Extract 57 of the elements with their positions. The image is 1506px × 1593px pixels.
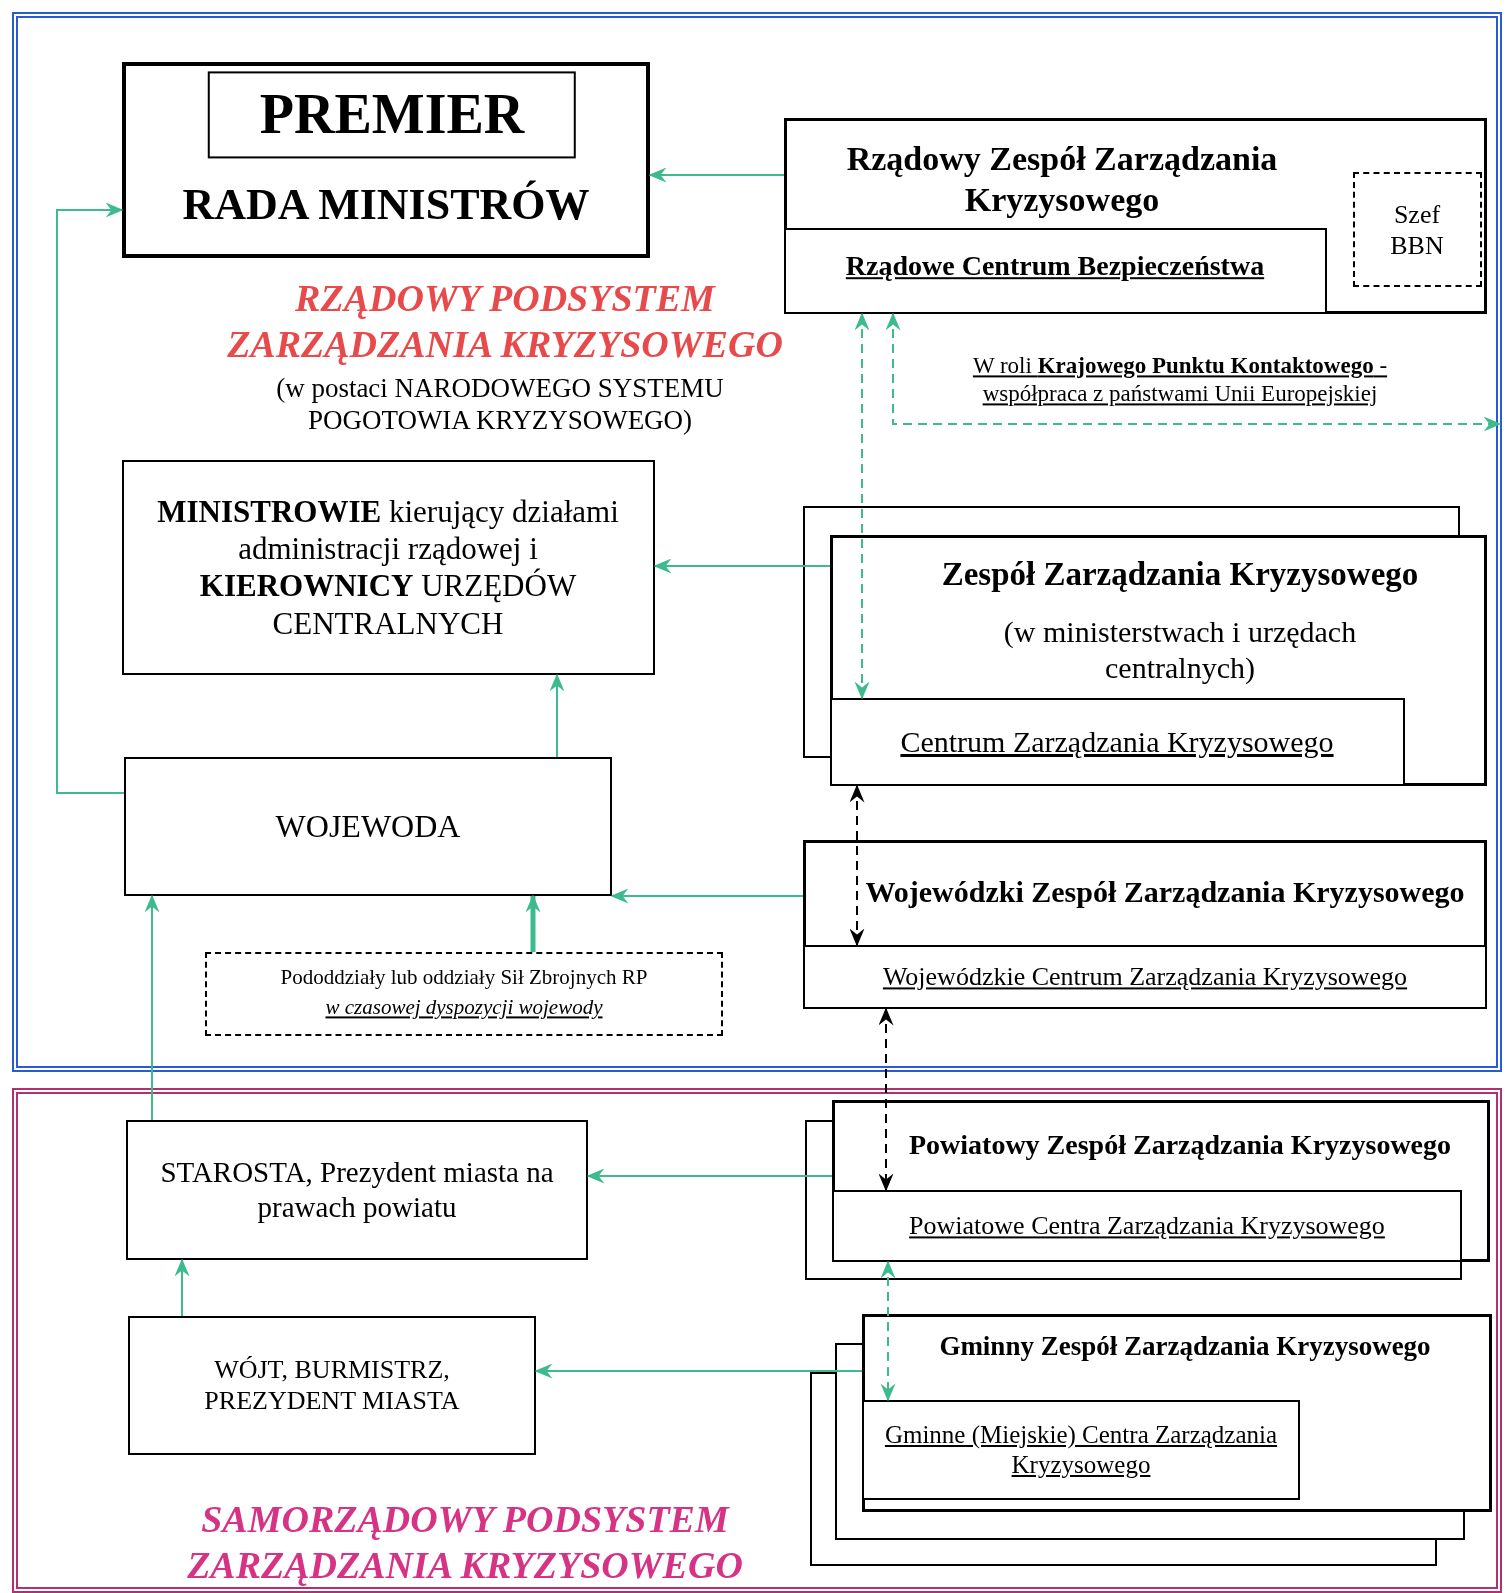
center-box bbox=[832, 1190, 1462, 1262]
box-text: MINISTROWIE kierujący działami administracji rządowej i KIEROWNICY URZĘDÓW CENTRALNYCH bbox=[156, 492, 620, 642]
dashed-arrow bbox=[885, 312, 1502, 432]
dashed-box bbox=[205, 952, 723, 1036]
arrow bbox=[549, 673, 565, 758]
arrow bbox=[56, 202, 125, 794]
dashed-arrow bbox=[880, 1260, 896, 1402]
box-text: Rządowe Centrum Bezpieczeństwa bbox=[845, 249, 1265, 283]
box-title: RADA MINISTRÓW bbox=[182, 178, 590, 231]
arrow bbox=[586, 1168, 833, 1184]
box-text: w czasowej dyspozycji wojewody bbox=[325, 995, 603, 1021]
authority-box bbox=[128, 1316, 536, 1455]
box-text: Powiatowe Centra Zarządzania Kryzysowego bbox=[909, 1210, 1385, 1242]
arrow bbox=[648, 167, 785, 183]
section-title: RZĄDOWY PODSYSTEM ZARZĄDZANIA KRYZYSOWEGO bbox=[226, 276, 784, 367]
arrow bbox=[610, 888, 804, 904]
arrow bbox=[653, 558, 831, 574]
region-panel bbox=[12, 1088, 1502, 1593]
team-box bbox=[832, 1100, 1490, 1262]
title-label: PREMIER bbox=[207, 71, 577, 159]
dashed-arrow bbox=[854, 312, 870, 700]
box-text: (w ministerstwach i urzędach centralnych) bbox=[1002, 614, 1358, 686]
authority-box bbox=[122, 460, 655, 675]
center-box bbox=[862, 1400, 1300, 1500]
arrow bbox=[174, 1258, 190, 1317]
box-text: Wojewódzkie Centrum Zarządzania Kryzysowego bbox=[882, 961, 1408, 993]
arrow bbox=[144, 894, 160, 1121]
box-text: Pododdziały lub oddziały Sił Zbrojnych RP bbox=[280, 965, 648, 991]
box-text: Szef BBN bbox=[1389, 198, 1445, 262]
section-subtitle: (w postaci NARODOWEGO SYSTEMU POGOTOWIA KRYZYSOWEGO) bbox=[275, 371, 725, 437]
authority-box bbox=[124, 757, 612, 896]
box-title: Powiatowy Zespół Zarządzania Kryzysowego bbox=[908, 1128, 1452, 1162]
box-title: Rządowy Zespół Zarządzania Kryzysowego bbox=[845, 139, 1279, 220]
dashed-arrow bbox=[878, 1007, 894, 1192]
box-title: Zespół Zarządzania Kryzysowego bbox=[941, 555, 1419, 595]
box-text: STAROSTA, Prezydent miasta na prawach powiatu bbox=[159, 1155, 555, 1225]
box-text: Gminne (Miejskie) Centra Zarządzania Kryzysowego bbox=[883, 1420, 1279, 1480]
box-title: Gminny Zespół Zarządzania Kryzysowego bbox=[939, 1329, 1431, 1363]
section-title: SAMORZĄDOWY PODSYSTEM ZARZĄDZANIA KRYZYSOWEGO bbox=[186, 1497, 744, 1588]
center-box bbox=[803, 945, 1487, 1009]
team-box bbox=[862, 1314, 1492, 1512]
center-box bbox=[830, 698, 1405, 786]
box-text: WOJEWODA bbox=[275, 806, 461, 846]
team-box bbox=[784, 118, 1487, 314]
dashed-box bbox=[1353, 172, 1482, 287]
box-text: WÓJT, BURMISTRZ, PREZYDENT MIASTA bbox=[203, 1353, 461, 1417]
team-box bbox=[803, 840, 1487, 1009]
arrow bbox=[525, 894, 541, 952]
box-text: Centrum Zarządzania Kryzysowego bbox=[900, 724, 1334, 760]
arrow bbox=[534, 1363, 863, 1379]
title-box bbox=[122, 62, 650, 258]
team-box bbox=[830, 535, 1487, 786]
center-box bbox=[784, 228, 1327, 314]
dashed-arrow bbox=[849, 784, 865, 947]
region-panel bbox=[12, 12, 1502, 1072]
box-title: Wojewódzki Zespół Zarządzania Kryzysowego bbox=[865, 874, 1465, 910]
authority-box bbox=[126, 1120, 588, 1260]
